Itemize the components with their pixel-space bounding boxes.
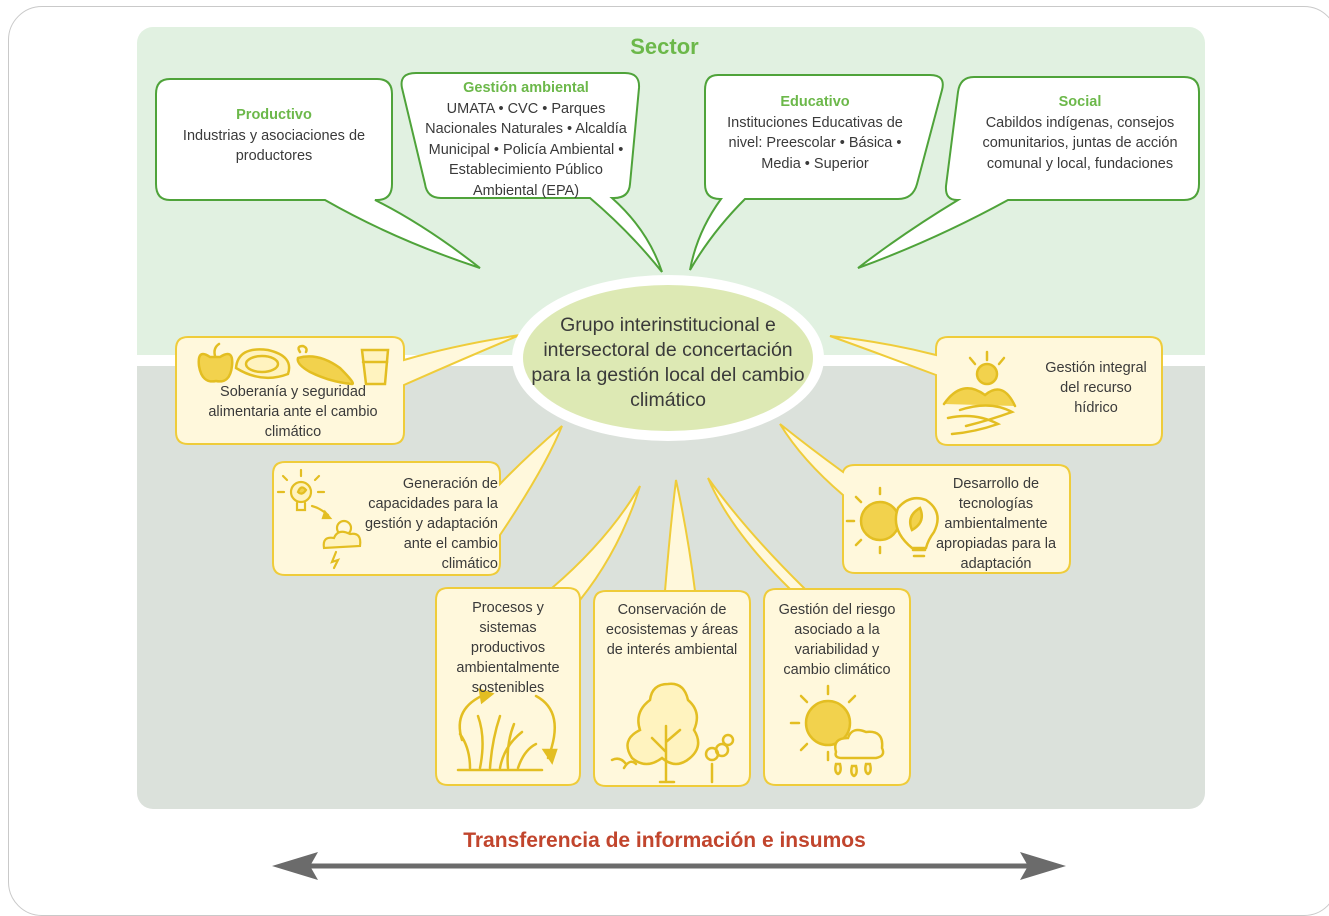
sector-gestion-ambiental-title: Gestión ambiental [463,80,589,96]
sector-social: Social Cabildos indígenas, consejos comu… [965,92,1195,174]
double-arrow [272,852,1066,880]
sector-gestion-ambiental-text: UMATA • CVC • Parques Nacionales Natural… [425,100,627,199]
center-text: Grupo interinstitucional e intersectoral… [531,314,805,411]
footer-title: Transferencia de información e insumos [463,829,866,852]
theme-procesos-productivos: Procesos y sistemas productivos ambienta… [456,600,560,696]
sector-social-text: Cabildos indígenas, consejos comunitario… [982,114,1178,172]
theme-tecnologias: Desarrollo de tecnologías ambientalmente… [935,476,1057,572]
sun-bulb-icon [845,486,939,558]
callout-gestion [400,72,663,273]
callout-educativo [689,74,944,271]
center-ellipse-inner [523,285,813,431]
sector-productivo-text: Industrias y asociaciones de productores [182,127,366,165]
callout-productivo [155,78,481,269]
theme-soberania: Soberanía y seguridad alimentaria ante e… [208,384,378,440]
sector-title: Sector [630,34,699,59]
callout-social [857,76,1200,269]
lightbulb-storm-icon [276,468,362,570]
sector-productivo: Productivo Industrias y asociaciones de … [166,105,382,167]
theme-conservacion: Conservación de ecosistemas y áreas de i… [605,602,739,658]
theme-recurso-hidrico: Gestión integral del recurso hídrico [1045,360,1147,416]
callout-conservacion [593,479,751,787]
callout-procesos [435,485,641,786]
grass-icon [456,688,558,772]
sector-social-title: Social [1058,94,1102,110]
sector-educativo-text: Instituciones Educativas de nivel: Prees… [727,114,903,172]
sector-educativo-title: Educativo [780,94,850,110]
food-icon [197,342,390,386]
theme-gestion-riesgo: Gestión del riesgo asociado a la variabi… [778,602,896,678]
sun-cloud-icon [789,684,885,778]
sector-productivo-title: Productivo [236,107,312,123]
tree-icon [610,682,735,784]
water-icon [942,350,1017,436]
sector-gestion-ambiental: Gestión ambiental UMATA • CVC • Parques … [420,78,632,201]
callout-riesgo [707,477,911,786]
theme-capacidades: Generación de capacidades para la gestió… [364,476,498,572]
sector-educativo: Educativo Instituciones Educativas de ni… [720,92,910,174]
